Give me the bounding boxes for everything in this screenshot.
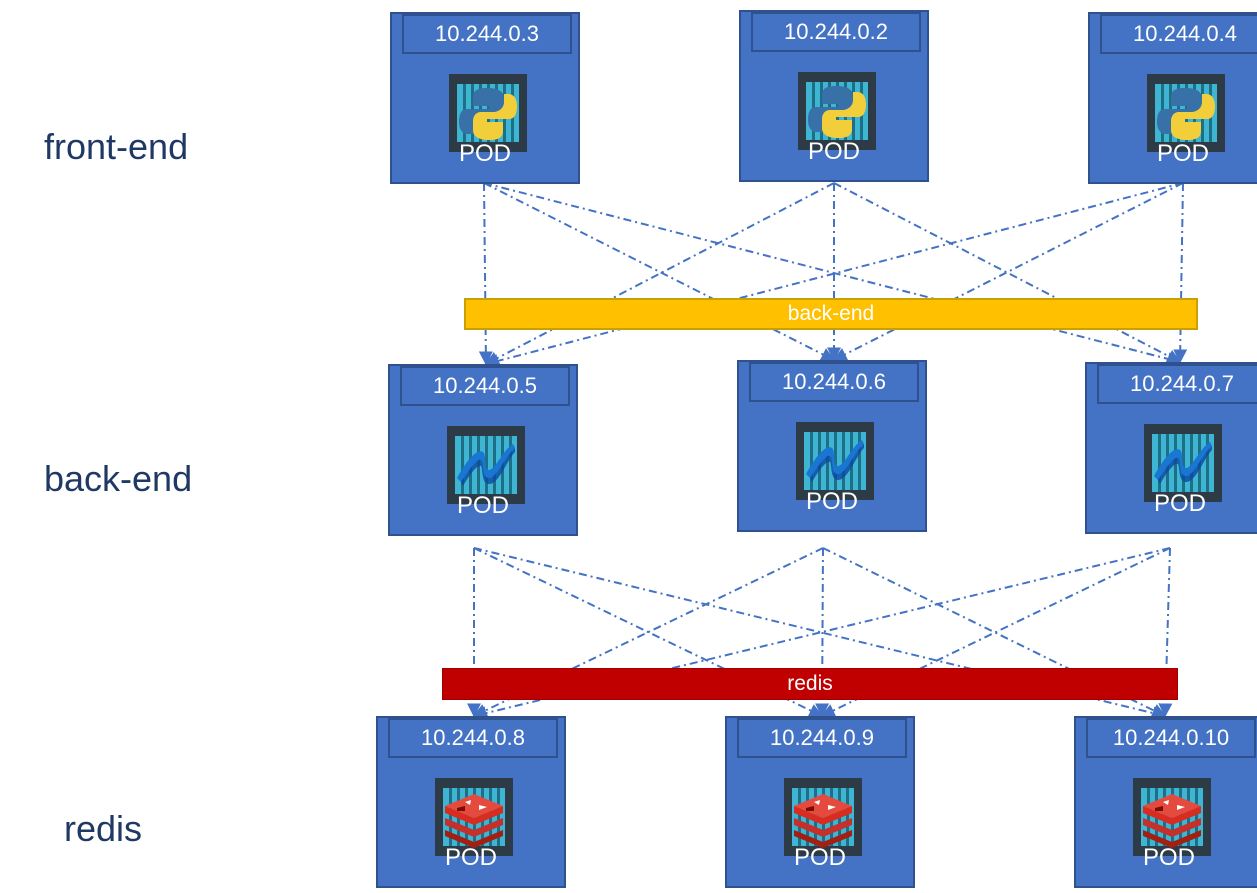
pod-ip: 10.244.0.6 (749, 362, 919, 402)
pod-ip: 10.244.0.10 (1086, 718, 1256, 758)
pod-ip: 10.244.0.7 (1097, 364, 1257, 404)
edge-frontend-1-to-backend-0 (484, 182, 835, 365)
dotnet-container-icon (796, 422, 874, 500)
edge-frontend-2-to-backend-0 (484, 182, 1184, 368)
edge-backend-2-to-redis-1 (820, 547, 1171, 717)
pod-10-244-0-10[interactable]: 10.244.0.10 POD (1074, 716, 1257, 888)
pod-label: POD (1142, 844, 1195, 871)
pod-label: POD (444, 844, 497, 871)
pod-label: POD (805, 488, 858, 515)
edge-backend-1-to-redis-1 (815, 547, 830, 718)
edge-frontend-1-to-backend-2 (833, 182, 1182, 363)
service-bar-redis[interactable]: redis (442, 668, 1178, 700)
service-bar-back-end[interactable]: back-end (464, 298, 1198, 330)
dotnet-container-icon (1144, 424, 1222, 502)
pod-label: POD (807, 138, 860, 165)
python-container-icon (798, 72, 876, 150)
edge-frontend-0-to-backend-0 (478, 182, 493, 366)
pod-10-244-0-8[interactable]: 10.244.0.8 POD (376, 716, 566, 888)
edge-backend-0-to-redis-1 (473, 547, 824, 717)
pod-10-244-0-2[interactable]: 10.244.0.2 POD (739, 10, 929, 182)
pod-10-244-0-7[interactable]: 10.244.0.7 POD (1085, 362, 1257, 534)
service-label: back-end (787, 302, 875, 325)
pod-10-244-0-5[interactable]: 10.244.0.5 POD (388, 364, 578, 536)
edge-frontend-0-to-backend-2 (483, 182, 1182, 366)
edge-backend-2-to-redis-2 (1158, 547, 1173, 718)
edge-frontend-2-to-backend-1 (832, 182, 1184, 361)
edge-frontend-0-to-backend-1 (483, 182, 836, 361)
tier-label-front-end: front-end (44, 126, 189, 167)
pod-ip: 10.244.0.4 (1100, 14, 1257, 54)
pod-ip: 10.244.0.8 (388, 718, 558, 758)
tier-label-redis: redis (64, 808, 143, 849)
redis-container-icon (784, 778, 862, 856)
dotnet-container-icon (447, 426, 525, 504)
redis-container-icon (435, 778, 513, 856)
pod-label: POD (456, 492, 509, 519)
edge-backend-1-to-redis-0 (472, 547, 824, 717)
pod-ip: 10.244.0.5 (400, 366, 570, 406)
pod-ip: 10.244.0.3 (402, 14, 572, 54)
pod-label: POD (458, 140, 511, 167)
edge-frontend-2-to-backend-2 (1173, 182, 1188, 364)
pod-ip: 10.244.0.9 (737, 718, 907, 758)
pod-label: POD (1156, 140, 1209, 167)
pod-label: POD (1153, 490, 1206, 517)
tier-label-back-end: back-end (44, 458, 193, 499)
pod-10-244-0-6[interactable]: 10.244.0.6 POD (737, 360, 927, 532)
pod-10-244-0-9[interactable]: 10.244.0.9 POD (725, 716, 915, 888)
redis-container-icon (1133, 778, 1211, 856)
python-container-icon (449, 74, 527, 152)
python-container-icon (1147, 74, 1225, 152)
service-label: redis (787, 672, 833, 695)
pod-label: POD (793, 844, 846, 871)
pod-10-244-0-3[interactable]: 10.244.0.3 POD (390, 12, 580, 184)
pod-10-244-0-4[interactable]: 10.244.0.4 POD (1088, 12, 1257, 184)
pod-ip: 10.244.0.2 (751, 12, 921, 52)
